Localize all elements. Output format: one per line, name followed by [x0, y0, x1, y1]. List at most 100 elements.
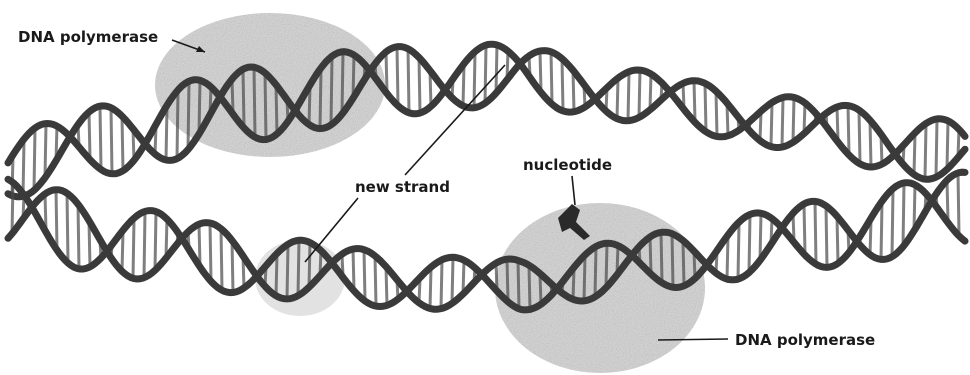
lower-helix-base-pair-rung	[683, 241, 684, 287]
label-new-strand: new strand	[355, 178, 450, 196]
upper-helix-base-pair-rung	[870, 120, 871, 167]
lower-helix-base-pair-rung	[837, 216, 838, 264]
lower-helix-base-pair-rung	[518, 260, 519, 308]
leader-nucleotide	[572, 176, 575, 205]
upper-helix-base-pair-rung	[496, 45, 497, 93]
lower-helix-base-pair-rung	[804, 204, 805, 254]
lower-helix-base-pair-rung	[276, 254, 277, 295]
upper-helix-base-pair-rung	[100, 106, 101, 169]
lower-helix-base-pair-rung	[892, 190, 893, 257]
upper-helix-base-pair-rung	[386, 52, 387, 92]
lower-helix-base-pair-rung	[232, 240, 233, 292]
upper-helix-base-pair-rung	[771, 103, 772, 146]
upper-helix-base-pair-rung	[397, 47, 398, 105]
upper-helix-base-pair-rung	[342, 52, 343, 114]
lower-helix-base-pair-rung	[947, 180, 948, 221]
upper-helix-base-pair-rung	[848, 106, 849, 154]
upper-helix-base-pair-rung	[265, 73, 266, 140]
upper-helix-base-pair-rung	[628, 72, 629, 121]
upper-helix-base-pair-rung	[23, 140, 24, 196]
lower-helix-backbone-a	[8, 172, 965, 309]
lower-helix-base-pair-rung	[441, 260, 442, 308]
upper-helix-base-pair-rung	[276, 85, 277, 135]
upper-helix-base-pair-rung	[485, 45, 486, 103]
upper-helix-base-pair-rung	[694, 81, 695, 122]
lower-helix-base-pair-rung	[199, 224, 200, 265]
upper-helix-base-pair-rung	[188, 82, 189, 150]
lower-helix-base-pair-rung	[452, 257, 453, 303]
lower-helix-base-pair-rung	[650, 237, 651, 273]
upper-helix-base-pair-rung	[936, 119, 937, 177]
lower-helix-base-pair-rung	[12, 182, 13, 234]
upper-helix-base-pair-rung	[463, 65, 464, 106]
upper-helix-base-pair-rung	[166, 107, 167, 160]
upper-helix-base-pair-rung	[782, 98, 783, 147]
upper-helix-base-pair-rung	[254, 67, 255, 136]
upper-helix-base-pair-rung	[111, 108, 112, 174]
lower-helix-base-pair-rung	[122, 232, 123, 272]
upper-helix-base-pair-rung	[408, 49, 409, 113]
upper-helix-base-pair-rung	[419, 57, 420, 113]
upper-helix-base-pair-rung	[243, 69, 244, 127]
upper-helix-base-pair-rung	[705, 83, 706, 131]
lower-helix-base-pair-rung	[309, 242, 310, 287]
upper-helix-base-pair-rung	[540, 51, 541, 91]
lower-helix-base-pair-rung	[595, 247, 596, 297]
upper-helix-base-pair-rung	[89, 112, 90, 159]
lower-helix-base-pair-rung	[155, 211, 156, 270]
lower-double-helix	[8, 172, 965, 310]
lower-helix-base-pair-rung	[738, 223, 739, 279]
upper-helix-base-pair-rung	[914, 134, 915, 175]
upper-helix-base-pair-rung	[650, 73, 651, 109]
label-nucleotide: nucleotide	[523, 156, 612, 174]
upper-helix-base-pair-rung	[859, 110, 860, 163]
upper-helix-base-pair-rung	[45, 124, 46, 178]
lower-helix-base-pair-rung	[507, 259, 508, 301]
lower-helix-base-pair-rung	[210, 223, 211, 280]
upper-helix-base-pair-rung	[639, 70, 640, 117]
lower-helix-base-pair-rung	[529, 265, 530, 309]
leader-dna-polymerase-bottom	[658, 339, 728, 340]
lower-helix-base-pair-rung	[727, 236, 728, 279]
lower-helix-base-pair-rung	[749, 215, 750, 273]
lower-helix-base-pair-rung	[353, 249, 354, 290]
upper-helix-base-pair-rung	[320, 69, 321, 128]
lower-helix-base-pair-rung	[298, 240, 299, 295]
lower-helix-base-pair-rung	[672, 234, 673, 287]
lower-helix-base-pair-rung	[67, 193, 68, 262]
upper-helix-base-pair-rung	[925, 124, 926, 179]
upper-helix-base-pair-rung	[34, 129, 35, 191]
lower-helix-base-pair-rung	[144, 212, 145, 278]
lower-helix-base-pair-rung	[133, 219, 134, 278]
lower-helix-base-pair-rung	[584, 256, 585, 301]
upper-helix-base-pair-rung	[562, 59, 563, 111]
label-dna-polymerase-bottom: DNA polymerase	[735, 331, 875, 349]
lower-helix-base-pair-rung	[287, 245, 288, 299]
label-dna-polymerase-top: DNA polymerase	[18, 28, 158, 46]
upper-helix-base-pair-rung	[551, 52, 552, 104]
lower-helix-base-pair-rung	[826, 206, 827, 267]
lower-helix-base-pair-rung	[221, 229, 222, 290]
lower-helix-base-pair-rung	[958, 173, 959, 235]
upper-helix-base-pair-rung	[177, 91, 178, 159]
lower-helix-base-pair-rung	[815, 201, 816, 263]
lower-helix-base-pair-rung	[78, 204, 79, 268]
lower-helix-base-pair-rung	[56, 190, 57, 249]
upper-helix-base-pair-rung	[331, 57, 332, 125]
upper-helix-base-pair-rung	[793, 97, 794, 142]
upper-helix-base-pair-rung	[122, 116, 123, 171]
lower-helix-base-pair-rung	[430, 268, 431, 309]
lower-helix-base-pair-rung	[375, 256, 376, 306]
upper-helix-base-pair-rung	[617, 79, 618, 119]
lower-helix-base-pair-rung	[606, 243, 607, 287]
upper-double-helix	[8, 44, 965, 197]
upper-helix-base-pair-rung	[716, 91, 717, 136]
lower-helix-base-pair-rung	[661, 232, 662, 282]
upper-helix-base-pair-rung	[947, 120, 948, 169]
lower-helix-base-pair-rung	[881, 203, 882, 260]
lower-helix-base-pair-rung	[364, 250, 365, 301]
lower-helix-base-pair-rung	[903, 183, 904, 247]
lower-helix-backbone-b	[8, 179, 965, 310]
